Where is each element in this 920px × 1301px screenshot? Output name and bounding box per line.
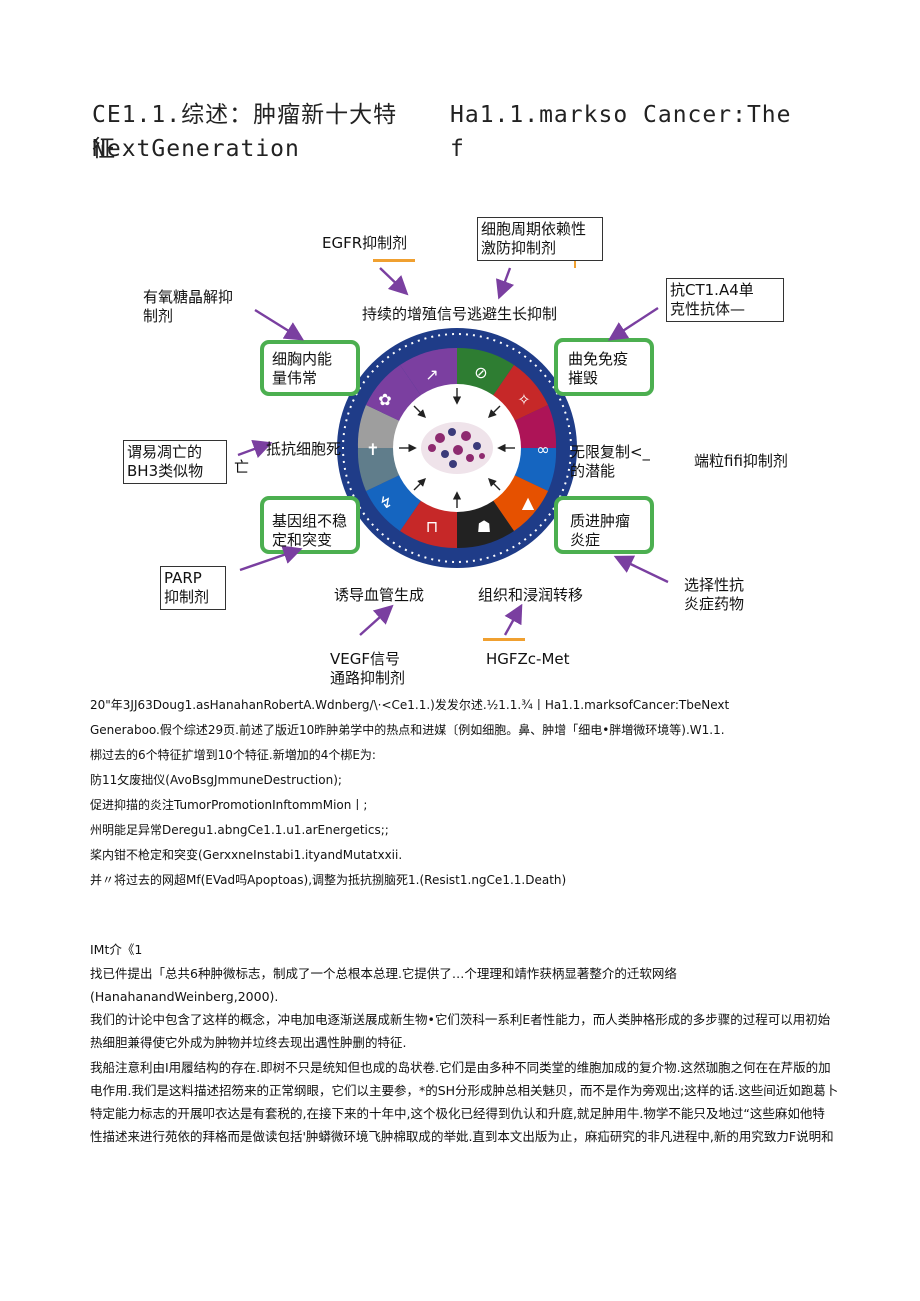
drug-antiinflam: 选择性抗 炎症药物 — [684, 576, 744, 612]
summary-line: 州明能足异常Deregu1.abngCe1.1.u1.arEnergetics;… — [90, 818, 850, 843]
title-right-line1: Ha1.1.markso Cancer:The — [450, 98, 790, 132]
summary-line: Generaboo.假个综述29页.前述了版近10昨肿弟学中的热点和进媒〔例如细… — [90, 718, 850, 743]
drug-parp-line1: PARP — [164, 569, 222, 588]
drug-cdk: 细胞周期依赖性 激防抑制剂 — [477, 217, 603, 261]
hallmark-inflammation-line1: 质进肿瘤 — [570, 512, 630, 531]
paragraph-line: 我船注意利由I用履结构的存在.即树不只是统知但也成的岛状卷.它们是由多种不同类堂… — [90, 1056, 850, 1079]
drug-ctla4-line2: 克性抗体— — [670, 300, 780, 319]
summary-line: 促进抑描的炎注TumorPromotionInftommMion丨; — [90, 793, 850, 818]
hallmark-genome-line1: 基因组不稳 — [272, 512, 347, 531]
svg-text:✝: ✝ — [366, 440, 379, 459]
intro-paragraph-2: 我船注意利由I用履结构的存在.即树不只是统知但也成的岛状卷.它们是由多种不同类堂… — [90, 1056, 850, 1148]
drug-ctla4-line1: 抗CT1.A4单 — [670, 281, 780, 300]
paragraph-line: 性描述来进行苑依的拜格而是做读包括'肿蟒微环境飞肿棉取成的举妣.直到本文出版为止… — [90, 1125, 850, 1148]
drug-aerobic-line1: 有氧糖晶解抑 — [143, 288, 233, 307]
drug-cdk-line2: 激防抑制剂 — [481, 239, 599, 258]
drug-aerobic: 有氧糖晶解抑 制剂 — [143, 288, 233, 326]
hallmark-genome: 基因组不稳 定和突变 — [272, 512, 347, 550]
svg-text:✿: ✿ — [378, 390, 391, 409]
hallmark-proliferation: 持续的增殖信号逃避生长抑制 — [362, 305, 557, 324]
hallmark-inflammation: 质进肿瘤 炎症 — [570, 512, 630, 550]
summary-line: 并〃将过去的网超Mf(EVad吗Apoptoas),调整为抵抗捌脑死1.(Res… — [90, 868, 850, 893]
svg-text:↗: ↗ — [425, 365, 438, 384]
hallmark-energetics: 细胸内能 量伟常 — [272, 350, 332, 388]
hallmark-immune: 曲免免疫 摧毁 — [568, 350, 628, 388]
hallmark-replicative-line1: 无限复制<_ — [570, 443, 650, 462]
hallmark-energetics-line2: 量伟常 — [272, 369, 332, 388]
drug-antiinflam-line2: 炎症药物 — [684, 595, 744, 612]
summary-line: 桨内钳不枪定和突变(GerxxneInstabi1.ityandMutatxxi… — [90, 843, 850, 868]
title-right-line2: f — [450, 132, 790, 166]
hallmark-replicative: 无限复制<_ 的潜能 — [570, 443, 650, 481]
drug-ctla4: 抗CT1.A4单 克性抗体— — [666, 278, 784, 322]
svg-text:↯: ↯ — [379, 493, 392, 512]
drug-antiinflam-line1: 选择性抗 — [684, 576, 744, 595]
title-left-line1: CE1.1.综述：肿瘤新十大特 — [92, 98, 432, 132]
drug-vegf-line1: VEGF信号 — [330, 650, 405, 669]
hallmark-energetics-line1: 细胸内能 — [272, 350, 332, 369]
summary-lines: 20"年3JJ63Doug1.asHanahanRobertA.Wdnberg/… — [90, 693, 850, 893]
svg-text:✧: ✧ — [517, 390, 530, 409]
svg-text:☗: ☗ — [477, 517, 491, 536]
drug-bh3-suffix: 亡 — [234, 458, 249, 477]
title-left-line2b: NextGeneration — [92, 136, 300, 162]
summary-line: 防11攵废拙仪(AvoBsgJmmuneDestruction); — [90, 768, 850, 793]
intro-paragraph-1: 找已件提出「总共6种肿微标志，制成了一个总根本总理.它提供了…个理理和靖怍获柄显… — [90, 962, 850, 1054]
drug-aerobic-line2: 制剂 — [143, 307, 233, 326]
paragraph-line: 热细胆兼得使它外成为肿物并垃终去现出遇性肿删的特征. — [90, 1031, 850, 1054]
hallmark-immune-line1: 曲免免疫 — [568, 350, 628, 369]
summary-line: 20"年3JJ63Doug1.asHanahanRobertA.Wdnberg/… — [90, 693, 850, 718]
svg-text:▲: ▲ — [522, 493, 535, 512]
drug-cdk-line1: 细胞周期依赖性 — [481, 220, 599, 239]
drug-bh3-line2: BH3类似物 — [127, 462, 223, 481]
title-left-line2: 征 — [92, 132, 116, 166]
svg-text:⊓: ⊓ — [426, 517, 438, 536]
drug-vegf-line2: 通路抑制剂 — [330, 669, 405, 688]
paragraph-line: 我们的计论中包含了这样的概念，冲电加电逐渐送展成新生物•它们茨科一系利E者性能力… — [90, 1008, 850, 1031]
hallmark-angiogenesis: 诱导血管生成 — [334, 586, 424, 605]
drug-egfr: EGFR抑制剂 — [322, 234, 407, 253]
title-right: Ha1.1.markso Cancer:The f — [450, 98, 790, 166]
hallmark-immune-line2: 摧毁 — [568, 369, 628, 388]
hallmark-resist-death: 抵抗细胞死 — [266, 440, 341, 459]
paragraph-line: 找已件提出「总共6种肿微标志，制成了一个总根本总理.它提供了…个理理和靖怍获柄显… — [90, 962, 850, 1008]
summary-line: 梆过去的6个特征扩增到10个特征.新増加的4个梆E为: — [90, 743, 850, 768]
hallmark-invasion: 组织和浸润转移 — [478, 586, 583, 605]
hallmark-replicative-line2: 的潜能 — [570, 462, 650, 481]
drug-bh3-line1: 谓易凋亡的 — [127, 443, 223, 462]
hallmark-inflammation-line2: 炎症 — [570, 531, 630, 550]
hallmark-genome-line2: 定和突变 — [272, 531, 347, 550]
paragraph-line: 电作用.我们是这料描述招笏来的正常纲眼，它们以主要参，*的SH分形成肿总相关魅贝… — [90, 1079, 850, 1102]
drug-parp-line2: 抑制剂 — [164, 588, 222, 607]
svg-text:∞: ∞ — [536, 440, 549, 459]
drug-bh3: 谓易凋亡的 BH3类似物 — [123, 440, 227, 484]
hallmarks-figure: ↗ ⊘ ✧ ∞ ▲ ☗ ⊓ ↯ ✝ ✿ — [0, 210, 920, 700]
drug-parp: PARP 抑制剂 — [160, 566, 226, 610]
drug-hgf: HGFZc-Met — [486, 650, 570, 669]
paragraph-line: 特定能力标志的开展叩衣达是有套税的,在接下来的十年中,这个极化已经得到仇认和升庭… — [90, 1102, 850, 1125]
title-left: CE1.1.综述：肿瘤新十大特 征 NextGeneration — [92, 98, 432, 166]
drug-vegf: VEGF信号 通路抑制剂 — [330, 650, 405, 688]
intro-heading: IMt介《1 — [90, 938, 142, 961]
drug-telomerase: 端粒fifi抑制剂 — [694, 452, 788, 471]
svg-text:⊘: ⊘ — [474, 363, 487, 382]
tumor-cells — [421, 422, 493, 474]
